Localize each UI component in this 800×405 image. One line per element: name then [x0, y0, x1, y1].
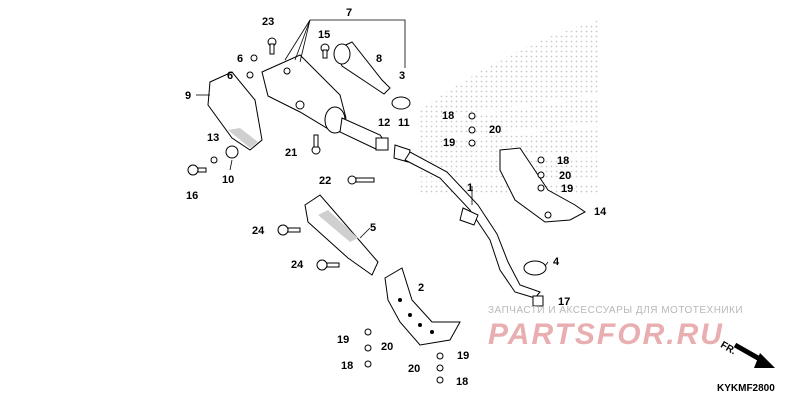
callout-18c: 18: [341, 360, 353, 372]
callout-7: 7: [346, 7, 352, 19]
callout-20b: 20: [559, 170, 571, 182]
joint-part: [375, 137, 389, 151]
under-guard-part: [384, 267, 461, 346]
callout-24a: 24: [252, 225, 265, 237]
heat-shield-part: [333, 41, 391, 95]
leader-lines: [196, 19, 549, 267]
callout-6b: 6: [227, 70, 233, 82]
muffler-cover-part: [207, 71, 263, 151]
exhaust-pipe-part: [404, 151, 541, 299]
callout-18a: 18: [442, 110, 454, 122]
watermark-tagline: ЗАПЧАСТИ И АКСЕССУАРЫ ДЛЯ МОТОТЕХНИКИ: [488, 305, 744, 316]
callout-15: 15: [318, 29, 330, 41]
nut-6a: [250, 54, 258, 62]
callout-17: 17: [558, 296, 570, 308]
callout-18d: 18: [456, 376, 468, 388]
bolt-16: [187, 164, 207, 176]
callout-12: 12: [378, 117, 390, 129]
muffler-assembly-part: [261, 54, 387, 151]
callout-19a: 19: [443, 137, 455, 149]
gasket-part: [391, 96, 411, 110]
nut-6b: [246, 71, 254, 79]
callout-labels: 7 23 15 6 8 6 3 9 18 12 11 20 13 19 21 1…: [185, 7, 607, 388]
callout-19b: 19: [561, 183, 573, 195]
callout-14: 14: [594, 206, 607, 218]
callout-18b: 18: [557, 155, 569, 167]
callout-24b: 24: [291, 259, 304, 271]
callout-16: 16: [186, 190, 198, 202]
callout-20a: 20: [489, 124, 501, 136]
callout-5: 5: [370, 222, 376, 234]
callout-3: 3: [399, 70, 405, 82]
small-fasteners: [364, 112, 545, 384]
callout-19d: 19: [457, 350, 469, 362]
callout-10: 10: [222, 174, 234, 186]
lower-cover-part: [304, 194, 379, 276]
watermark-brand: PARTSFOR.RU: [488, 318, 724, 351]
front-arrowhead-icon: [754, 353, 775, 368]
callout-22: 22: [319, 175, 331, 187]
diagram-code: KYKMF2800: [717, 383, 775, 394]
callout-4: 4: [553, 256, 560, 268]
flange-nut-part: [532, 295, 544, 307]
callout-20d: 20: [408, 363, 420, 375]
callout-20c: 20: [381, 341, 393, 353]
bolt-23: [267, 37, 277, 55]
bolt-15: [320, 43, 330, 59]
bolt-24-lower: [316, 259, 340, 271]
bolt-21: [311, 134, 321, 155]
callout-9: 9: [185, 90, 191, 102]
bolt-24-upper: [277, 224, 301, 236]
callout-13: 13: [207, 132, 219, 144]
callout-11: 11: [398, 117, 410, 129]
washer-13: [210, 156, 218, 164]
callout-1: 1: [467, 182, 473, 194]
callout-6a: 6: [237, 53, 243, 65]
callout-2: 2: [418, 282, 424, 294]
callout-21: 21: [285, 147, 297, 159]
callout-23: 23: [262, 16, 274, 28]
bolt-22: [347, 175, 375, 185]
callout-8: 8: [376, 53, 382, 65]
callout-19c: 19: [337, 334, 349, 346]
collar-part: [523, 260, 547, 276]
rubber-10: [225, 145, 239, 159]
